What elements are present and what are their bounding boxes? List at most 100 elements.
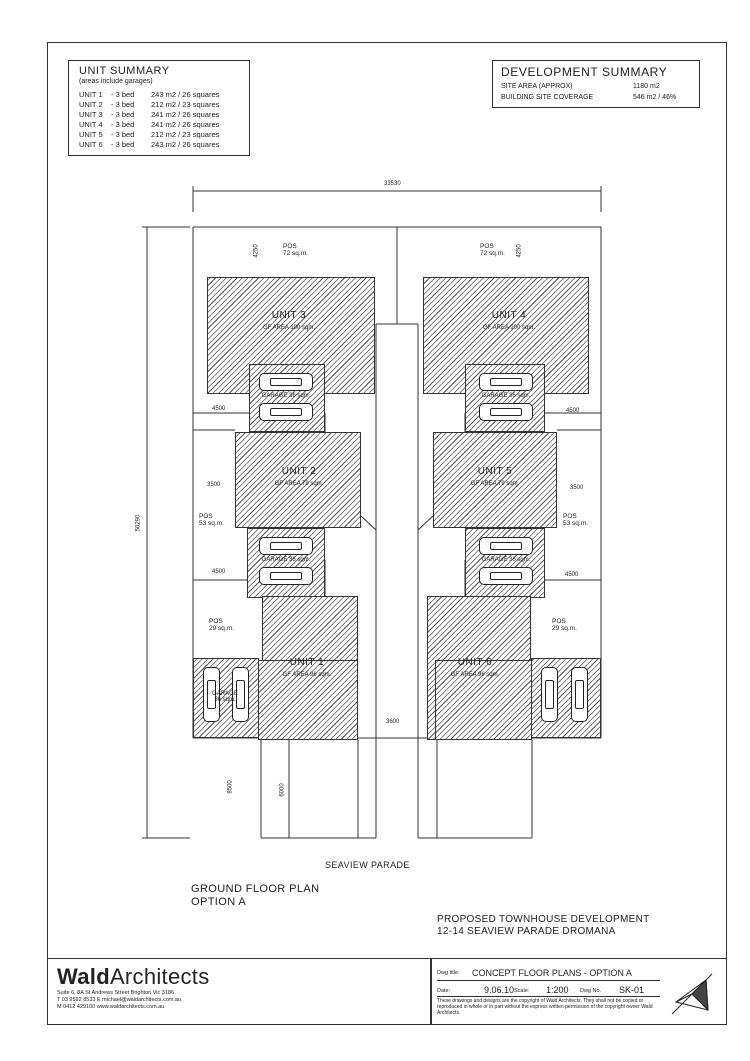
site-coverage-label: BUILDING SITE COVERAGE (501, 94, 594, 101)
unit-summary-unit: UNIT 3 (79, 110, 103, 119)
dwg-title: CONCEPT FLOOR PLANS - OPTION A (472, 968, 632, 978)
car-icon (259, 403, 313, 421)
dwg-title-label: Dwg title: (437, 970, 460, 976)
unit-summary-row: UNIT 2 - 3 bed 212 m2 / 23 squares (79, 100, 219, 110)
dimension-label: 6000 (279, 783, 286, 797)
dwg-no-value: SK-01 (619, 985, 645, 995)
unit-summary-area: 243 m2 / 26 squares (151, 140, 220, 149)
unit-summary-beds: - 3 bed (111, 120, 135, 129)
site-area-label: SITE AREA (APPROX) (501, 83, 573, 90)
street-name: SEAVIEW PARADE (325, 860, 410, 870)
site-area-value: 1180 m2 (633, 83, 660, 90)
unit-summary-beds: - 3 bed (111, 130, 135, 139)
garage-5-label: GARAGE 36 sqm. (481, 557, 531, 563)
dwg-no-label: Dwg No. (580, 988, 602, 994)
copyright-notice: These drawings and designs are the copyr… (437, 998, 653, 1016)
title-block (47, 958, 727, 1025)
date-value: 9.06.10 (484, 985, 515, 995)
unit-summary-row: UNIT 6 - 3 bed 243 m2 / 26 squares (79, 140, 219, 150)
car-icon (232, 667, 249, 722)
dwg-title-rule (437, 980, 660, 981)
firm-contact-2: M 0412 429100 www.waldarchitects.com.au (57, 1004, 165, 1010)
car-icon (203, 667, 220, 722)
unit-summary-row: UNIT 4 - 3 bed 241 m2 / 26 squares (79, 120, 219, 130)
date-label: Date: (437, 988, 451, 994)
unit-summary-beds: - 3 bed (111, 140, 135, 149)
unit-summary-box: UNIT SUMMARY (areas include garages) UNI… (68, 60, 250, 156)
scale-value: 1:200 (546, 985, 569, 995)
development-summary-box: DEVELOPMENT SUMMARY SITE AREA (APPROX) 1… (492, 60, 700, 108)
unit-summary-unit: UNIT 2 (79, 100, 103, 109)
dimension-label: 3500 (207, 482, 221, 488)
north-point-icon (671, 973, 713, 1015)
car-icon (259, 373, 313, 391)
unit-summary-area: 243 m2 / 26 squares (151, 90, 220, 99)
car-icon (259, 567, 313, 585)
unit-summary-area: 212 m2 / 23 squares (151, 130, 220, 139)
overall-depth-dimension: 50290 (135, 514, 142, 532)
unit-summary-beds: - 3 bed (111, 110, 135, 119)
unit-summary-unit: UNIT 1 (79, 90, 103, 99)
car-icon (571, 667, 588, 722)
drawing-title-line2: OPTION A (191, 896, 247, 908)
dimension-label: 3600 (386, 719, 400, 725)
firm-contact-1: T 03 9592 8533 E michael@waldarchitects.… (57, 997, 182, 1003)
development-summary-title: DEVELOPMENT SUMMARY (501, 65, 668, 79)
firm-logo: WaldArchitects (57, 964, 210, 989)
dimension-label: 4500 (212, 406, 226, 412)
unit-summary-row: UNIT 3 - 3 bed 241 m2 / 26 squares (79, 110, 219, 120)
unit-1-front (258, 660, 358, 740)
garage-4-label: GARAGE 36 sqm. (481, 393, 531, 399)
dimension-label: 3500 (570, 485, 584, 491)
car-icon (541, 667, 558, 722)
dimension-label: 8500 (227, 780, 234, 794)
unit-summary-subtitle: (areas include garages) (79, 78, 153, 85)
dimension-label: 4500 (212, 569, 226, 575)
unit-5-footprint (433, 432, 557, 528)
unit-summary-area: 212 m2 / 23 squares (151, 100, 220, 109)
unit-summary-unit: UNIT 5 (79, 130, 103, 139)
drawing-title-line1: GROUND FLOOR PLAN (191, 883, 320, 895)
dimension-label: 4250 (516, 244, 523, 258)
overall-width-dimension: 33530 (384, 181, 401, 187)
car-icon (479, 537, 533, 555)
date-rule (437, 996, 660, 997)
project-title-line1: PROPOSED TOWNHOUSE DEVELOPMENT (437, 914, 650, 925)
unit-summary-area: 241 m2 / 26 squares (151, 110, 220, 119)
garage-2-label: GARAGE 36 sqm. (261, 557, 311, 563)
unit-6-front (435, 660, 532, 740)
unit-summary-row: UNIT 5 - 3 bed 212 m2 / 23 squares (79, 130, 219, 140)
dimension-label: 4250 (253, 244, 260, 258)
firm-address: Suite 6, 8A St Andrews Street Brighton V… (57, 990, 174, 996)
project-title-line2: 12-14 SEAVIEW PARADE DROMANA (437, 926, 616, 937)
unit-2-footprint (235, 432, 361, 528)
dimension-label: 4500 (566, 408, 580, 414)
car-icon (479, 403, 533, 421)
site-coverage-value: 546 m2 / 46% (633, 94, 677, 101)
unit-summary-title: UNIT SUMMARY (79, 65, 170, 77)
unit-summary-unit: UNIT 4 (79, 120, 103, 129)
car-icon (259, 537, 313, 555)
unit-summary-area: 241 m2 / 26 squares (151, 120, 220, 129)
car-icon (479, 567, 533, 585)
unit-summary-unit: UNIT 6 (79, 140, 103, 149)
garage-3-label: GARAGE 36 sqm. (261, 393, 311, 399)
title-block-divider (430, 958, 432, 1025)
unit-summary-beds: - 3 bed (111, 100, 135, 109)
